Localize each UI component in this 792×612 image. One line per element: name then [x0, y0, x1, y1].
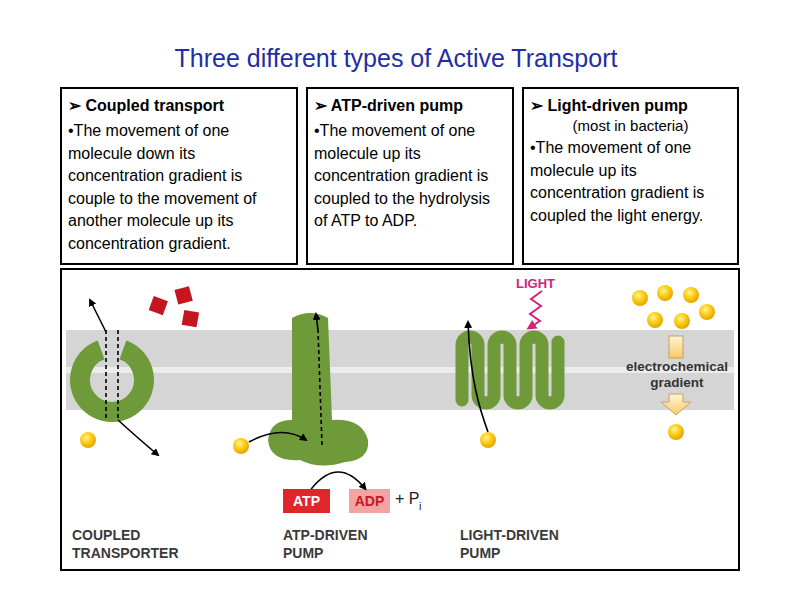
atp-driven-pump [233, 313, 368, 466]
solute-cube [174, 286, 192, 304]
flow-arrow [118, 420, 158, 455]
illustration-frame [61, 269, 739, 570]
solute-cube [182, 310, 199, 327]
flow-arrow [90, 300, 106, 332]
membrane-inner-leaflet [66, 373, 734, 410]
solute-dot [647, 312, 663, 328]
atp-box: ATP [283, 489, 330, 513]
solute-dot [632, 290, 648, 306]
solute-dot [233, 438, 249, 454]
diagram-title: Three different types of Active Transpor… [0, 44, 792, 73]
transport-path [117, 330, 119, 420]
solute-dot [657, 285, 673, 301]
reaction-arrow [311, 472, 365, 489]
gradient-arrow-shaft [669, 336, 683, 358]
description-box: ➢ ATP-driven pump •The movement of one mo… [306, 87, 514, 265]
part-name: ATP-DRIVEN PUMP [283, 526, 383, 562]
transport-path [105, 330, 107, 420]
box-heading: ➢ Coupled transport [68, 95, 290, 116]
flow-arrow [249, 432, 306, 442]
light-zigzag [529, 291, 542, 328]
gradient-arrow-head [661, 394, 691, 415]
molecule-label: ADP [355, 493, 385, 509]
pump-protein [268, 313, 368, 466]
transporter-protein [80, 350, 144, 412]
gradient-label: electrochemical gradient [618, 359, 736, 391]
adp-box: ADP [349, 489, 390, 513]
solute-dot [674, 313, 690, 329]
flow-arrow [468, 322, 488, 432]
part-name: LIGHT-DRIVEN PUMP [460, 526, 575, 562]
solute-dot [683, 287, 699, 303]
description-box: ➢ Coupled transport •The movement of one … [60, 87, 298, 265]
coupled-transporter [80, 286, 199, 455]
description-box: ➢ Light-driven pump(most in bacteria) •Th… [522, 87, 739, 265]
subscript-label: i [419, 500, 429, 512]
box-heading: ➢ Light-driven pump [530, 95, 731, 116]
solute-dot [80, 432, 96, 448]
transport-path [318, 330, 322, 445]
solute-cube [149, 296, 168, 315]
box-body: •The movement of one molecule up its con… [530, 137, 731, 227]
solute-dot [699, 304, 715, 320]
molecule-label: ATP [293, 493, 320, 509]
light-driven-pump [462, 291, 558, 448]
box-heading: ➢ ATP-driven pump [314, 95, 506, 116]
box-body: •The movement of one molecule up its con… [314, 120, 506, 233]
box-body: •The movement of one molecule down its c… [68, 120, 290, 255]
box-subheading: (most in bacteria) [530, 116, 731, 135]
part-name: COUPLED TRANSPORTER [72, 526, 192, 562]
flow-arrow [316, 314, 318, 330]
solute-dot [480, 432, 496, 448]
solute-cubes [149, 286, 199, 327]
solute-dot [668, 424, 684, 440]
light-label: LIGHT [516, 276, 576, 291]
